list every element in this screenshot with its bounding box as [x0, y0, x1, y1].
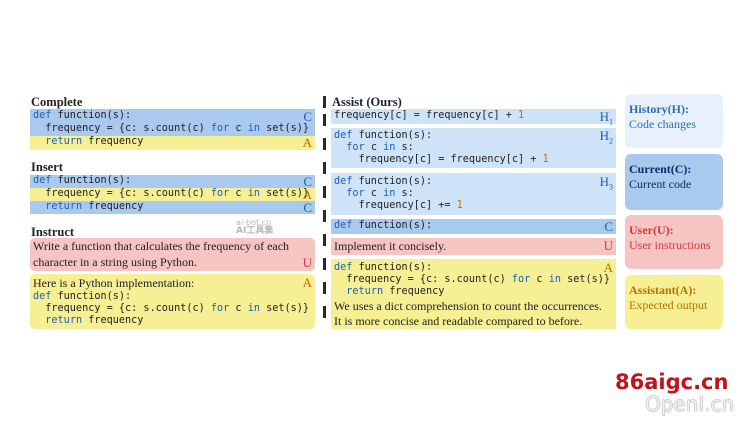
divider-segment: [323, 114, 326, 126]
history-tag: H3: [599, 174, 613, 192]
insert-current-code-1: def function(s):: [33, 175, 132, 186]
assistant-tag: A: [302, 135, 312, 150]
divider-segment: [323, 306, 326, 318]
complete-current-block: def function(s): frequency = {c: s.count…: [30, 109, 315, 136]
divider-segment: [323, 258, 326, 270]
legend-user: User(U): User instructions: [625, 215, 723, 269]
legend-user-desc: User instructions: [629, 238, 711, 252]
instruct-user-text: Write a function that calculates the fre…: [33, 239, 290, 269]
divider-segment: [323, 234, 326, 246]
user-tag: U: [302, 255, 312, 270]
history-tag: H2: [599, 128, 613, 146]
assist-assistant-code-1: def function(s):: [334, 262, 433, 273]
legend-current-desc: Current code: [629, 177, 692, 191]
legend-user-title: User(U):: [629, 223, 674, 237]
current-tag: C: [303, 200, 312, 215]
assist-user-text: Implement it concisely.: [334, 239, 447, 253]
divider-segment: [323, 210, 326, 222]
history-tag: H1: [599, 109, 613, 127]
instruct-assistant-line: Here is a Python implementation:: [33, 276, 195, 290]
history-2-code-2: for c in s:: [346, 142, 414, 153]
insert-current-block-1: def function(s): C: [30, 174, 315, 189]
instruct-heading: Instruct: [31, 225, 75, 239]
insert-current-block-2: return frequency C: [30, 200, 315, 215]
assist-assistant-code-2: frequency = {c: s.count(c) for c in set(…: [334, 274, 611, 285]
assist-assistant-block: def function(s): frequency = {c: s.count…: [331, 259, 616, 329]
small-watermark-line-1: ai-bot.cn: [236, 218, 272, 227]
legend-history-desc: Code changes: [629, 117, 696, 131]
small-watermark-line-2: AI工具集: [236, 226, 274, 236]
instruct-assistant-code-3: return frequency: [45, 315, 144, 326]
legend-current: Current(C): Current code: [625, 154, 723, 210]
history-block-3: def function(s): for c in s: frequency[c…: [331, 173, 616, 215]
history-3-code-1: def function(s):: [334, 176, 433, 187]
current-tag: C: [303, 174, 312, 189]
divider-segment: [323, 138, 326, 150]
site-watermark-1: 86aigc.cn: [615, 370, 729, 394]
assist-assistant-code-3: return frequency: [346, 286, 445, 297]
history-1-code: frequency[c] = frequency[c] + 1: [334, 110, 525, 121]
assistant-tag: A: [302, 275, 312, 290]
insert-current-code-2: return frequency: [45, 201, 144, 212]
legend-history: History(H): Code changes: [625, 94, 723, 148]
legend-assistant-desc: Expected output: [629, 298, 708, 312]
complete-current-code-1: def function(s):: [33, 110, 132, 121]
legend-current-title: Current(C):: [629, 162, 692, 176]
assistant-tag: A: [603, 260, 613, 275]
complete-assistant-code: return frequency: [45, 136, 144, 147]
site-watermark-2: OpenI.cn: [645, 392, 735, 416]
assist-current-code: def function(s):: [334, 220, 433, 231]
divider-segment: [323, 282, 326, 294]
instruct-user-block: Write a function that calculates the fre…: [30, 238, 315, 271]
complete-current-code-2: frequency = {c: s.count(c) for c in set(…: [33, 123, 310, 134]
small-watermark: ai-bot.cn AI工具集: [236, 218, 274, 236]
history-2-code-3: frequency[c] = frequency[c] + 1: [334, 154, 549, 165]
current-tag: C: [303, 109, 312, 124]
divider-segment: [323, 96, 326, 108]
user-tag: U: [603, 238, 613, 253]
assist-current-block: def function(s): C: [331, 219, 616, 234]
history-block-2: def function(s): for c in s: frequency[c…: [331, 128, 616, 168]
instruct-assistant-code-2: frequency = {c: s.count(c) for c in set(…: [33, 303, 310, 314]
history-block-1: frequency[c] = frequency[c] + 1 H1: [331, 109, 616, 127]
insert-assistant-block: frequency = {c: s.count(c) for c in set(…: [30, 187, 315, 202]
legend-assistant-title: Assistant(A):: [629, 283, 697, 297]
legend-history-title: History(H):: [629, 102, 689, 116]
insert-heading: Insert: [31, 160, 63, 174]
history-2-code-1: def function(s):: [334, 130, 433, 141]
instruct-assistant-code-1: def function(s):: [33, 291, 132, 302]
assist-user-block: Implement it concisely. U: [331, 238, 616, 255]
assistant-tag: A: [302, 187, 312, 202]
history-3-code-2: for c in s:: [346, 188, 414, 199]
assist-heading: Assist (Ours): [332, 95, 402, 109]
current-tag: C: [604, 219, 613, 234]
insert-assistant-code: frequency = {c: s.count(c) for c in set(…: [33, 188, 310, 199]
history-3-code-3: frequency[c] += 1: [334, 200, 463, 211]
divider-segment: [323, 186, 326, 198]
divider-segment: [323, 162, 326, 174]
legend-assistant: Assistant(A): Expected output: [625, 275, 723, 329]
assist-assistant-text-2: It is more concise and readable compared…: [334, 314, 583, 328]
complete-heading: Complete: [31, 95, 83, 109]
instruct-assistant-block: Here is a Python implementation: A def f…: [30, 274, 315, 329]
assist-assistant-text-1: We uses a dict comprehension to count th…: [334, 299, 602, 313]
complete-assistant-block: return frequency A: [30, 135, 315, 150]
